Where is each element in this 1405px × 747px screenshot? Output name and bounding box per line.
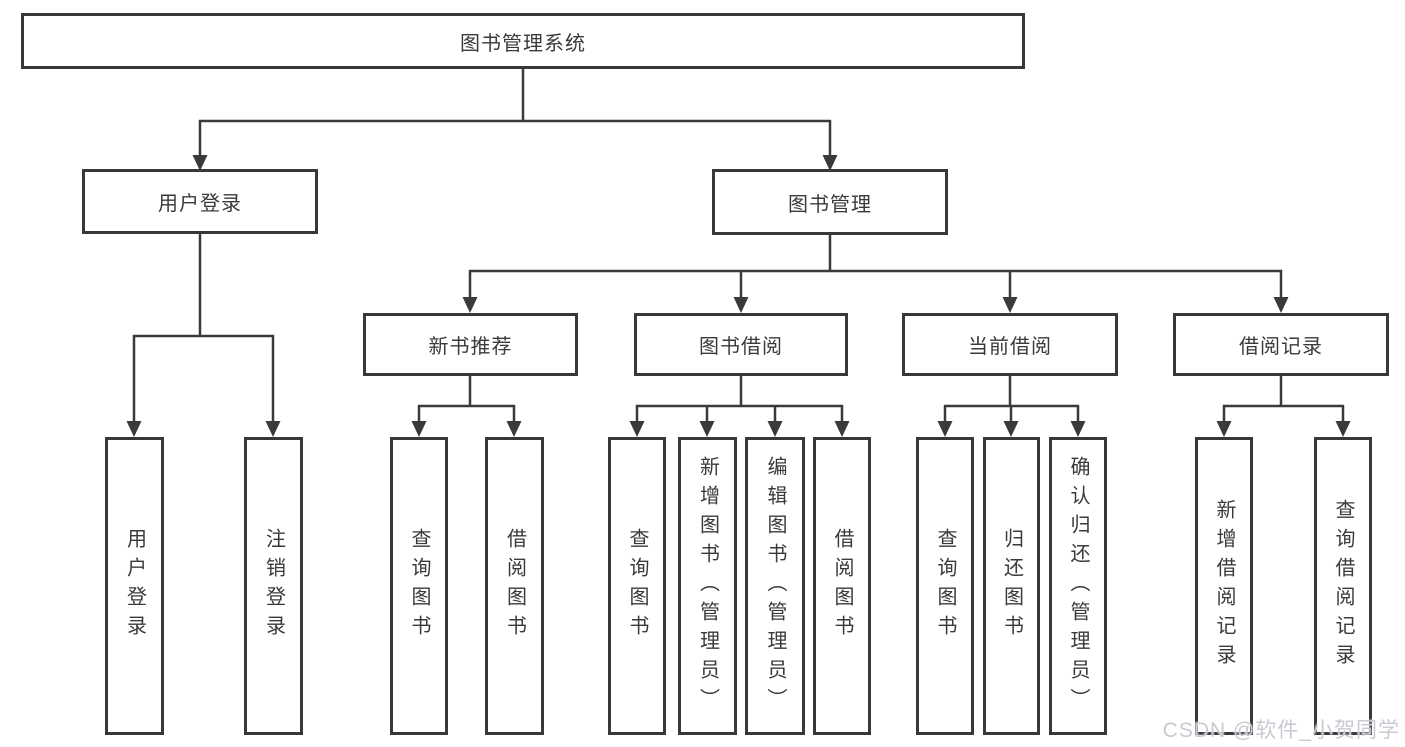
arrow-down-icon [699, 421, 715, 437]
node-user-login-label: 用户登录 [158, 193, 242, 215]
arrow-down-icon [1273, 297, 1289, 313]
arrow-down-icon [1216, 421, 1232, 437]
arrow-down-icon [1070, 421, 1086, 437]
arrowhead-icons [126, 155, 1351, 437]
node-current-borrowing: 当前借阅 [902, 313, 1118, 376]
leaf-user-login: 用户登录 [105, 437, 164, 735]
leaf-edit-book-admin: 编辑图书（管理员） [745, 437, 805, 735]
leaf-borrow-book-recommend-label: 借阅图书 [503, 528, 526, 644]
node-book-borrowing: 图书借阅 [634, 313, 848, 376]
leaf-confirm-return-admin: 确认归还（管理员） [1049, 437, 1107, 735]
arrow-down-icon [411, 421, 427, 437]
node-current-borrowing-label: 当前借阅 [968, 336, 1052, 358]
leaf-add-book-admin: 新增图书（管理员） [678, 437, 737, 735]
leaf-return-book-label: 归还图书 [1000, 528, 1023, 644]
node-root: 图书管理系统 [21, 13, 1025, 69]
node-new-book-recommend: 新书推荐 [363, 313, 578, 376]
leaf-query-book-recommend: 查询图书 [390, 437, 448, 735]
leaf-query-book-current: 查询图书 [916, 437, 974, 735]
arrow-down-icon [767, 421, 783, 437]
node-book-management: 图书管理 [712, 169, 948, 235]
leaf-confirm-return-admin-label: 确认归还（管理员） [1067, 455, 1089, 717]
leaf-add-borrow-record-label: 新增借阅记录 [1213, 499, 1235, 673]
leaf-query-book-borrowing: 查询图书 [608, 437, 666, 735]
leaf-query-borrow-record-label: 查询借阅记录 [1332, 499, 1354, 673]
arrow-down-icon [462, 297, 478, 313]
leaf-query-book-recommend-label: 查询图书 [408, 528, 430, 644]
csdn-watermark: CSDN @软件_小贺同学 [1162, 719, 1400, 742]
node-borrow-records-label: 借阅记录 [1239, 336, 1323, 358]
leaf-borrow-book-label: 借阅图书 [831, 528, 853, 644]
node-book-management-label: 图书管理 [788, 193, 872, 216]
arrow-down-icon [834, 421, 850, 437]
leaf-add-book-admin-label: 新增图书（管理员） [696, 455, 719, 717]
leaf-query-book-borrowing-label: 查询图书 [626, 528, 648, 644]
node-root-label: 图书管理系统 [460, 32, 586, 55]
arrow-down-icon [1003, 421, 1019, 437]
leaf-return-book: 归还图书 [983, 437, 1040, 735]
arrow-down-icon [1002, 297, 1018, 313]
node-user-login: 用户登录 [82, 169, 318, 234]
leaf-add-borrow-record: 新增借阅记录 [1195, 437, 1253, 735]
arrow-down-icon [192, 155, 208, 171]
arrow-down-icon [126, 421, 142, 437]
leaf-borrow-book-recommend: 借阅图书 [485, 437, 544, 735]
arrow-down-icon [1335, 421, 1351, 437]
leaf-user-login-label: 用户登录 [123, 528, 146, 644]
leaf-edit-book-admin-label: 编辑图书（管理员） [764, 455, 786, 717]
leaf-borrow-book: 借阅图书 [813, 437, 871, 735]
arrow-down-icon [265, 421, 281, 437]
leaf-query-book-current-label: 查询图书 [934, 528, 956, 644]
leaf-logout-label: 注销登录 [262, 528, 285, 644]
arrow-down-icon [822, 155, 838, 171]
node-new-book-recommend-label: 新书推荐 [428, 336, 513, 358]
arrow-down-icon [506, 421, 522, 437]
leaf-logout: 注销登录 [244, 437, 303, 735]
arrow-down-icon [629, 421, 645, 437]
node-book-borrowing-label: 图书借阅 [699, 336, 783, 358]
arrow-down-icon [937, 421, 953, 437]
tree-connectors [132, 69, 1345, 423]
arrow-down-icon [733, 297, 749, 313]
leaf-query-borrow-record: 查询借阅记录 [1314, 437, 1372, 735]
node-borrow-records: 借阅记录 [1173, 313, 1389, 376]
